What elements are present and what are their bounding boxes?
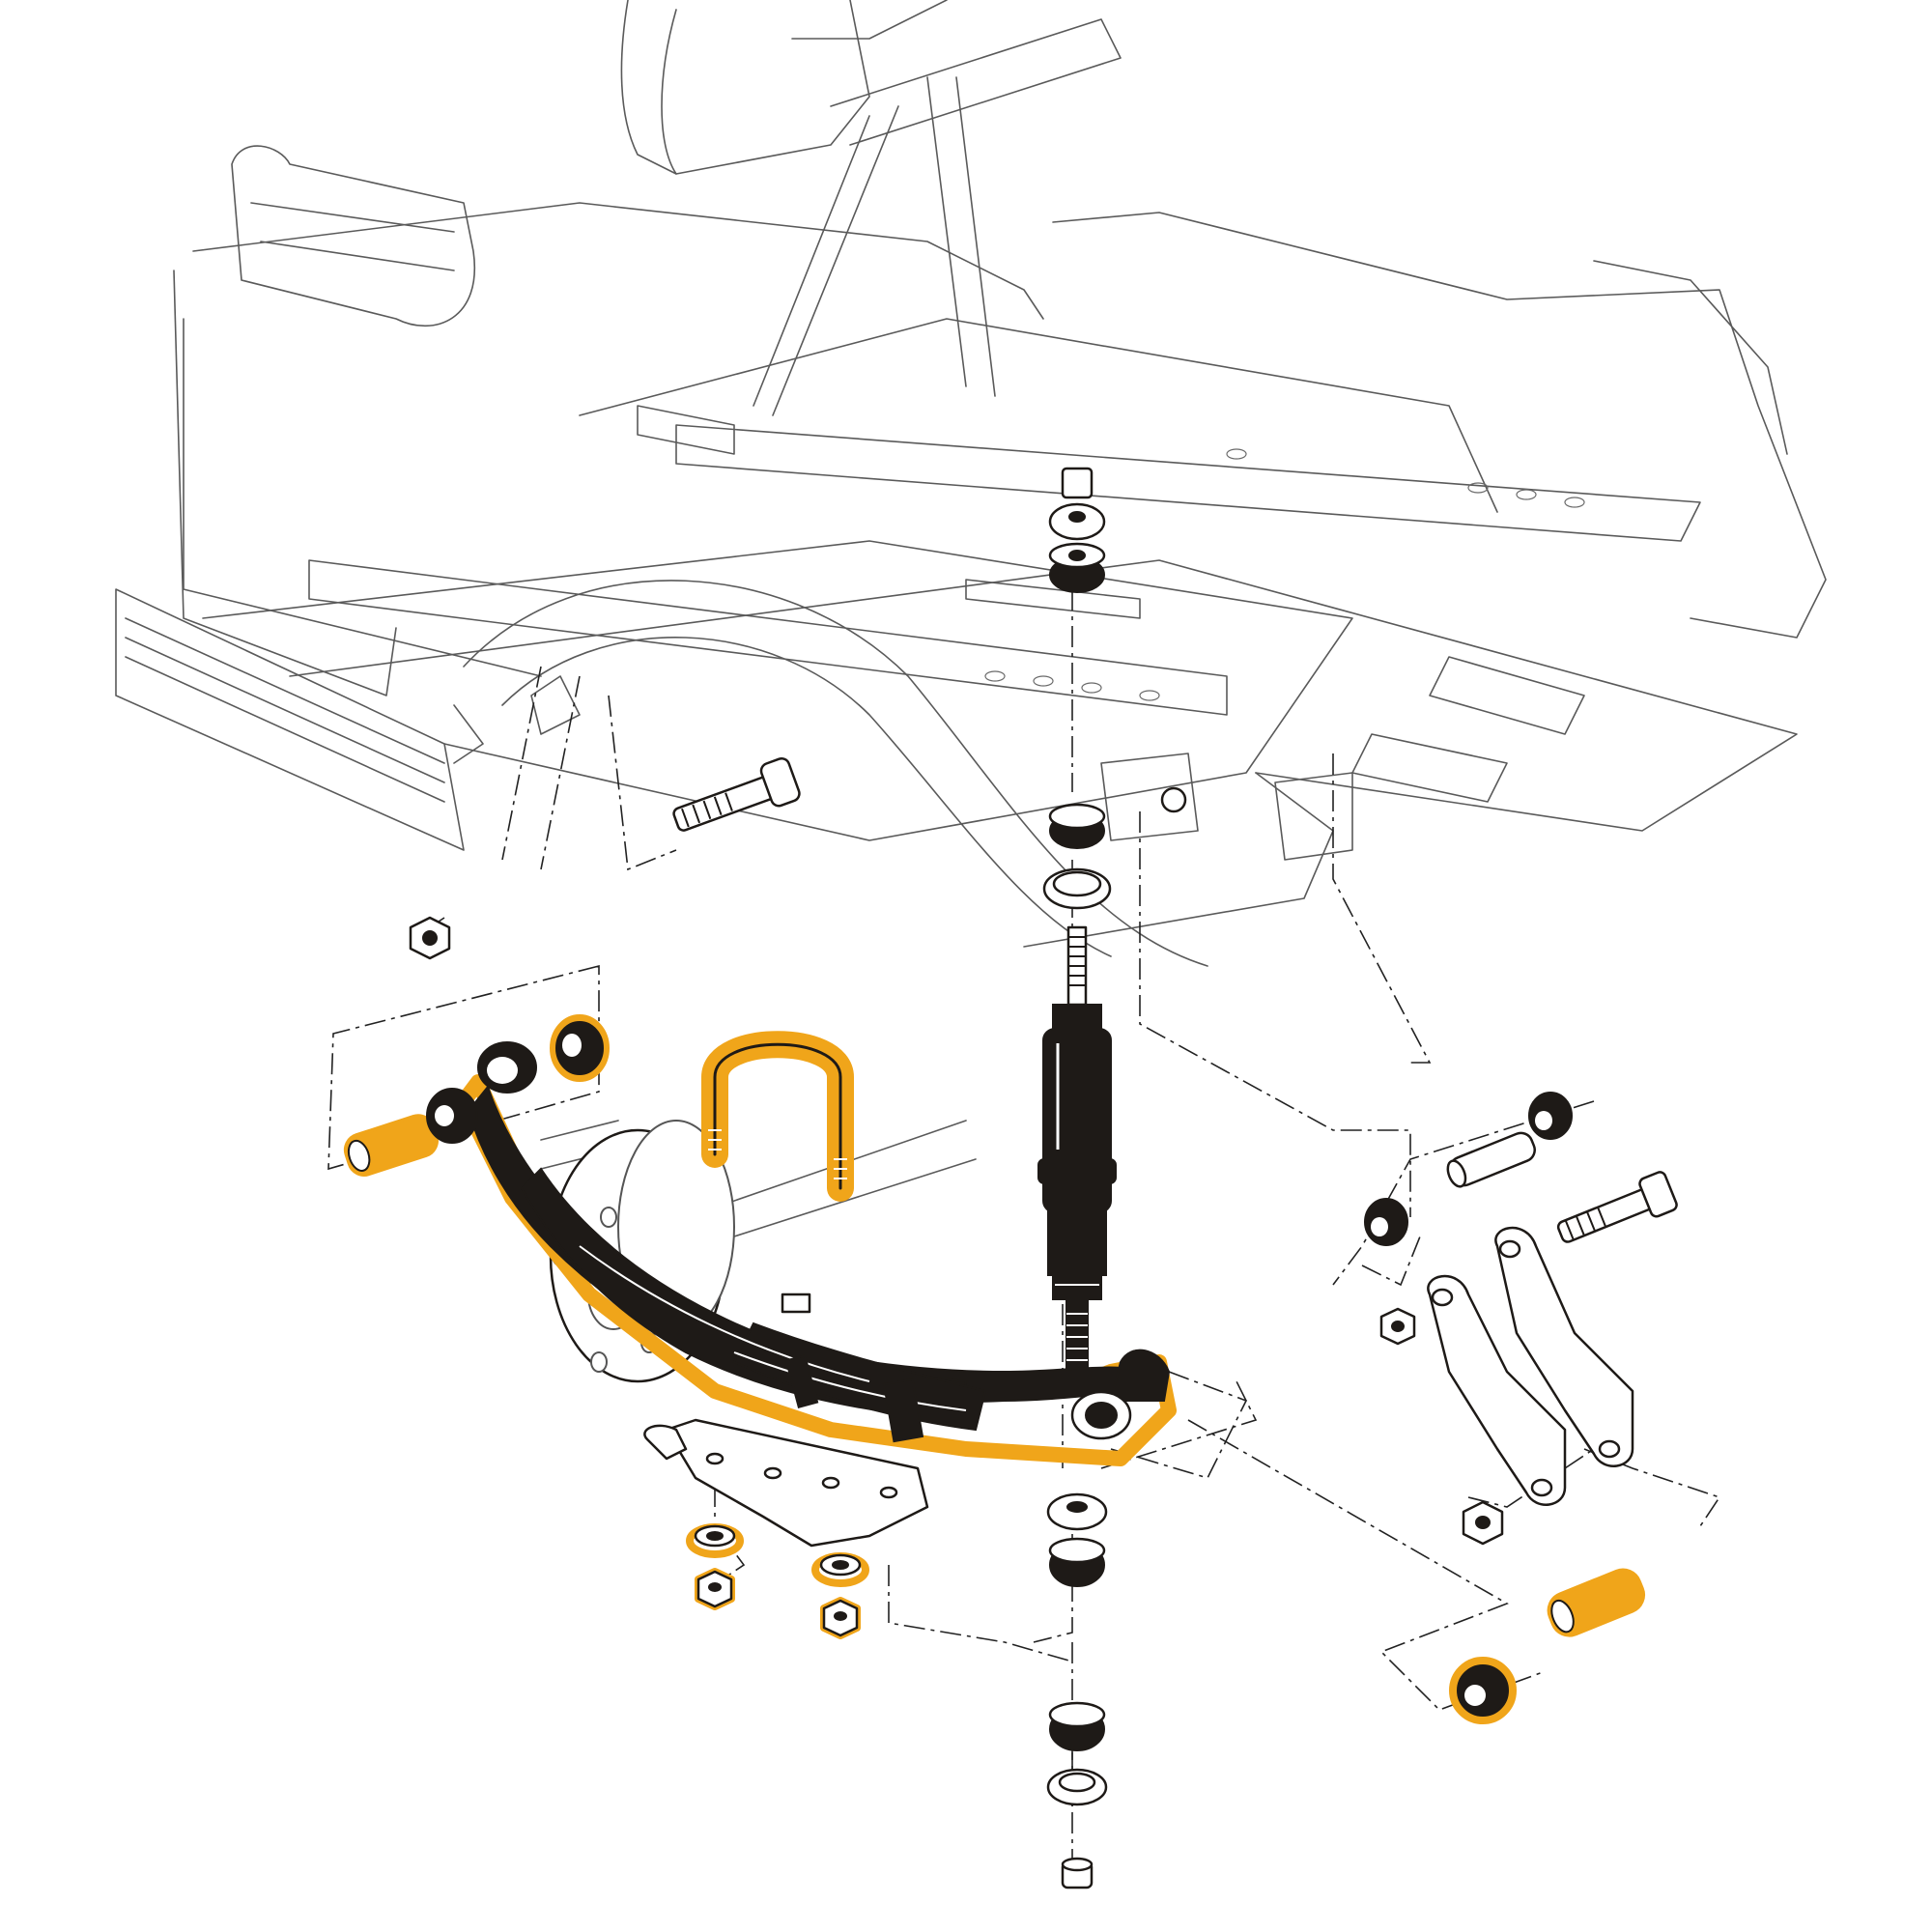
spring-mount-plate bbox=[643, 1418, 929, 1548]
spring-eye-sleeve-rear bbox=[1547, 1568, 1646, 1637]
u-bolt-washer-right bbox=[811, 1552, 869, 1587]
leaf-spring bbox=[467, 1041, 1171, 1443]
u-bolt bbox=[708, 1042, 847, 1190]
shock-lower-hardware bbox=[1046, 1492, 1108, 1889]
shackle-assembly bbox=[1364, 1092, 1678, 1546]
hex-nut-front bbox=[409, 916, 451, 960]
u-bolt-nut-right bbox=[820, 1597, 861, 1639]
u-bolt-washer-left bbox=[686, 1523, 744, 1558]
shock-upper-hardware bbox=[1042, 467, 1112, 910]
spring-eye-bushing-rear bbox=[1449, 1657, 1517, 1724]
mounting-bolt-front bbox=[672, 756, 801, 832]
spring-eye-bushing-front-2 bbox=[426, 1088, 478, 1144]
shock-absorber bbox=[1037, 925, 1117, 1378]
spring-eye-bushing-front bbox=[550, 1014, 610, 1082]
u-bolt-nut-left bbox=[695, 1568, 735, 1610]
spring-eye-sleeve-front bbox=[343, 1114, 439, 1177]
u-bolt-highlight bbox=[701, 1031, 854, 1202]
vehicle-frame-outline bbox=[115, 0, 1827, 1237]
